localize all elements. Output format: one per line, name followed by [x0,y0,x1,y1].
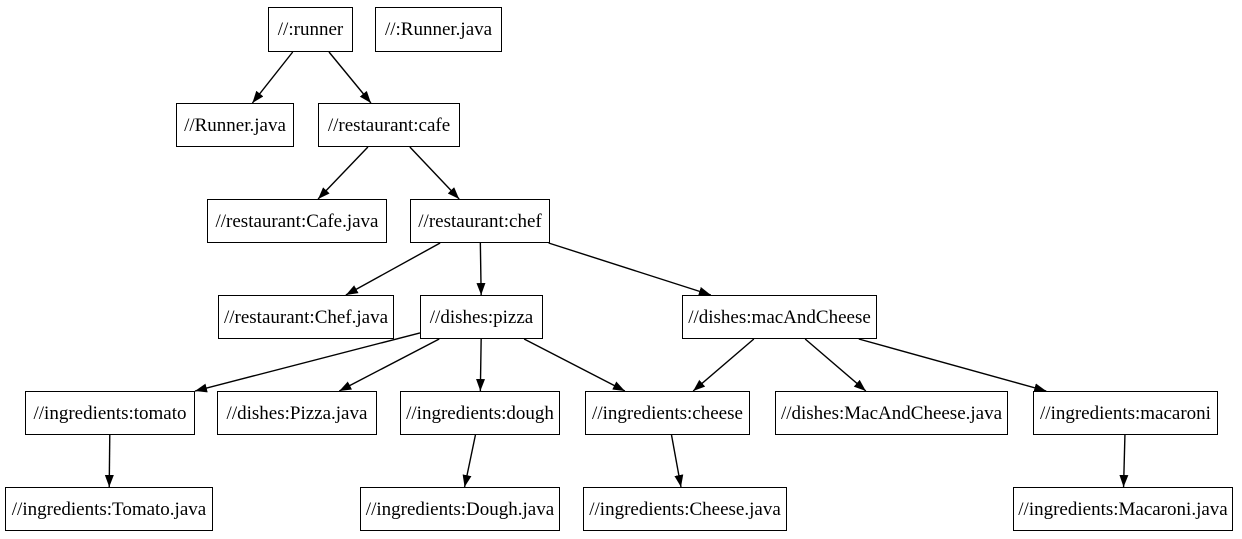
graph-edge-mac-and-cheese-to-macaroni [858,338,1047,393]
graph-edge-pizza-to-tomato [194,332,421,393]
graph-node-cafe-java: //restaurant:Cafe.java [207,199,387,243]
graph-edge-pizza-to-pizza-java [338,338,440,392]
graph-edge-chef-to-mac-and-cheese [548,242,712,296]
graph-node-cheese-java: //ingredients:Cheese.java [583,487,787,531]
graph-node-tomato: //ingredients:tomato [25,391,195,435]
graph-node-runner: //:runner [268,7,353,52]
graph-edge-chef-to-chef-java [345,242,441,296]
graph-edge-runner-to-runner-java [251,51,294,104]
graph-node-cafe: //restaurant:cafe [318,103,460,147]
graph-edge-cafe-to-chef [409,146,460,200]
graph-edge-macaroni-to-macaroni-java [1119,434,1129,488]
graph-node-cheese: //ingredients:cheese [585,391,750,435]
graph-node-dough: //ingredients:dough [400,391,560,435]
graph-edge-mac-and-cheese-to-mac-and-cheese-java [804,338,867,392]
graph-edge-runner-to-cafe [328,51,372,104]
graph-node-tomato-java: //ingredients:Tomato.java [5,487,213,531]
graph-edge-cafe-to-cafe-java [317,146,369,200]
graph-node-dough-java: //ingredients:Dough.java [360,487,560,531]
graph-node-macaroni: //ingredients:macaroni [1033,391,1218,435]
graph-node-chef-java: //restaurant:Chef.java [218,295,394,339]
graph-edge-dough-to-dough-java [462,434,477,488]
graph-node-mac-and-cheese: //dishes:macAndCheese [682,295,877,339]
graph-edge-cheese-to-cheese-java [670,434,684,488]
graph-edge-tomato-to-tomato-java [104,434,114,488]
graph-edge-pizza-to-cheese [523,338,626,392]
graph-edge-chef-to-pizza [476,242,486,296]
graph-node-chef: //restaurant:chef [410,199,550,243]
graph-edge-pizza-to-dough [476,338,486,392]
graph-node-mac-and-cheese-java: //dishes:MacAndCheese.java [775,391,1008,435]
graph-node-runner-java-src: //:Runner.java [375,7,502,52]
graph-node-pizza-java: //dishes:Pizza.java [217,391,377,435]
graph-node-pizza: //dishes:pizza [420,295,543,339]
graph-node-runner-java: //Runner.java [176,103,294,147]
graph-node-macaroni-java: //ingredients:Macaroni.java [1013,487,1233,531]
graph-edge-mac-and-cheese-to-cheese [692,338,755,392]
